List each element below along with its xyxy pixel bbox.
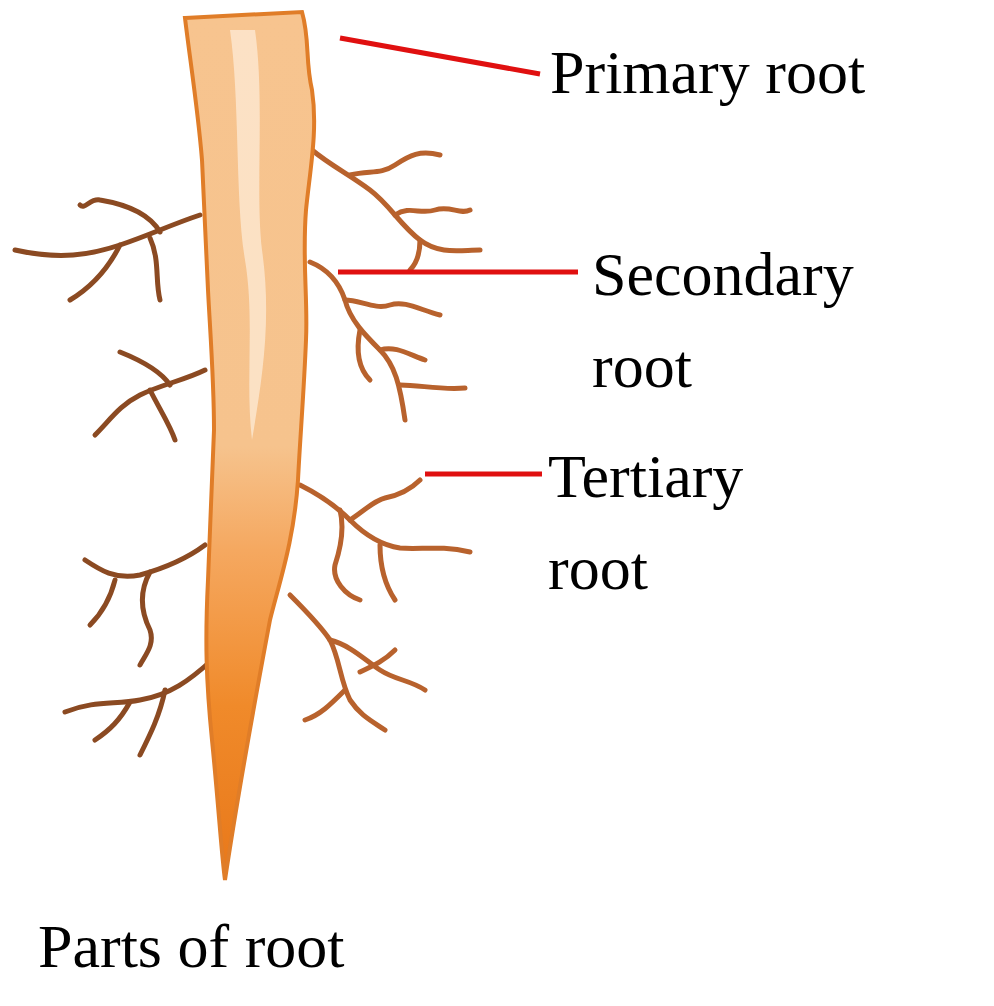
root-highlight xyxy=(230,30,266,440)
primary-root xyxy=(185,12,314,880)
part-label: Secondary root xyxy=(592,228,952,412)
leader-lines xyxy=(338,38,578,474)
part-label: Tertiary root xyxy=(548,430,848,614)
caption: Parts of root xyxy=(38,900,638,992)
part-label: Primary root xyxy=(550,26,990,118)
